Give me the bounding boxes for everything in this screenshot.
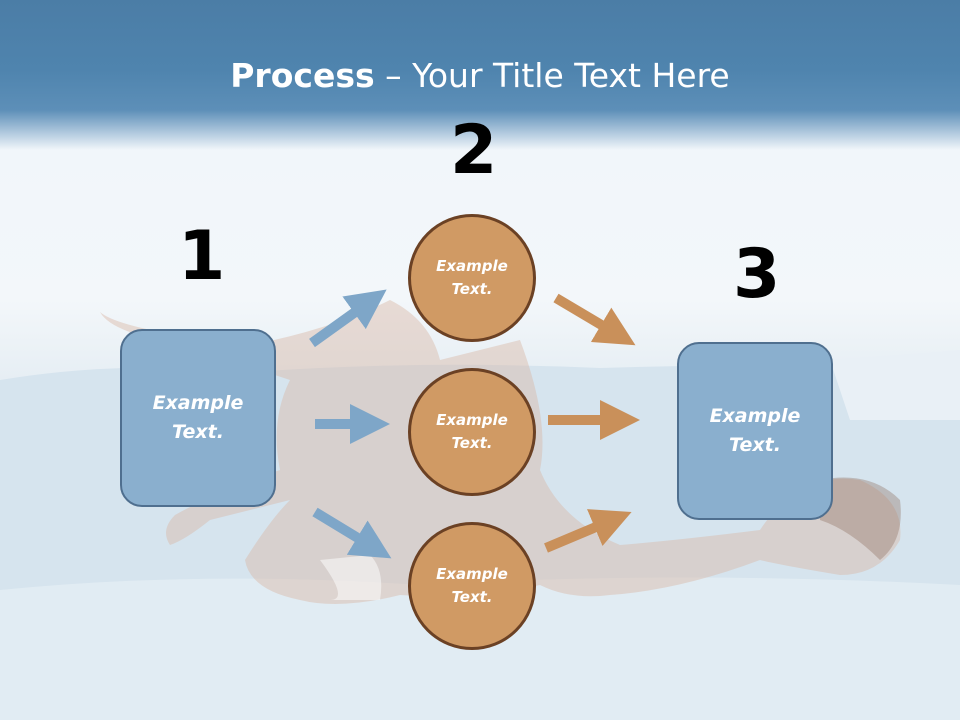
step-1-text: Example Text. xyxy=(152,392,244,443)
arrow-down-right-blue xyxy=(312,507,392,559)
arrow-up-right-orange xyxy=(544,509,632,553)
step-number-2: 2 xyxy=(450,111,498,190)
step-3-text: Example Text. xyxy=(709,405,801,456)
slide-title: Process – Your Title Text Here xyxy=(0,56,960,96)
step-3-box: Example Text. xyxy=(677,342,833,520)
step-2-circle-top: Example Text. xyxy=(408,214,536,342)
step-2-circle-bottom: Example Text. xyxy=(408,522,536,650)
step-number-3: 3 xyxy=(733,235,781,314)
arrow-down-right-orange xyxy=(553,293,636,346)
title-rest: – Your Title Text Here xyxy=(374,56,730,95)
circle-bottom-text: Example Text. xyxy=(436,565,508,606)
circle-middle-text: Example Text. xyxy=(436,411,508,452)
circle-top-text: Example Text. xyxy=(436,257,508,298)
step-1-box: Example Text. xyxy=(120,329,276,507)
title-bold: Process xyxy=(230,56,375,95)
arrow-up-right-blue xyxy=(309,289,387,348)
step-number-1: 1 xyxy=(178,217,226,296)
step-2-circle-middle: Example Text. xyxy=(408,368,536,496)
